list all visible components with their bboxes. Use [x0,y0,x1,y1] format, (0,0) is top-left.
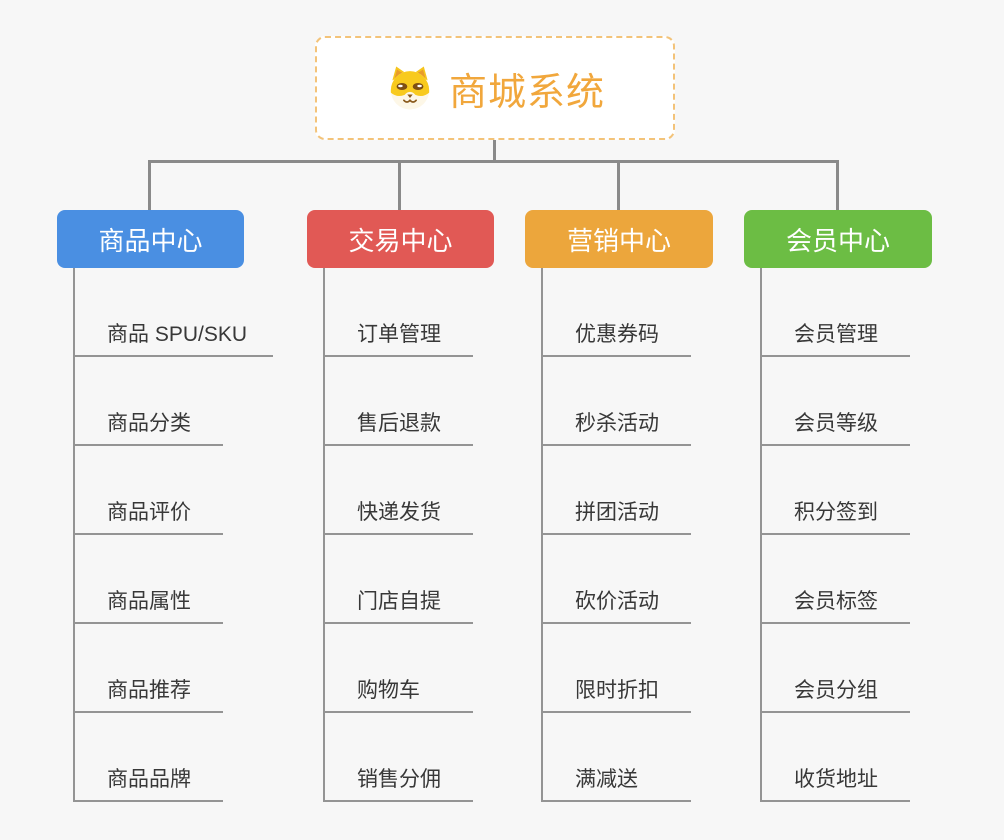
sub-topic[interactable]: 会员标签 [760,535,910,624]
connector-root-stub [493,138,496,162]
sub-topic[interactable]: 门店自提 [323,535,473,624]
connector-drop-3 [617,160,620,210]
sub-topic[interactable]: 限时折扣 [541,624,691,713]
branch-node-marketing[interactable]: 营销中心 [525,210,713,268]
connector-drop-4 [836,160,839,210]
sub-topic[interactable]: 商品分类 [73,357,223,446]
sub-topic[interactable]: 商品评价 [73,446,223,535]
branch-node-member[interactable]: 会员中心 [744,210,932,268]
sub-topic[interactable]: 商品属性 [73,535,223,624]
sub-topic[interactable]: 拼团活动 [541,446,691,535]
sub-topic[interactable]: 会员管理 [760,268,910,357]
sub-topic[interactable]: 会员分组 [760,624,910,713]
sub-topic[interactable]: 优惠券码 [541,268,691,357]
root-title: 商城系统 [448,71,605,114]
sub-topic[interactable]: 积分签到 [760,446,910,535]
branch-node-trade[interactable]: 交易中心 [307,210,494,268]
sub-topic[interactable]: 商品 SPU/SKU [73,268,274,357]
branch-list-trade: 订单管理 售后退款 快递发货 门店自提 购物车 销售分佣 [323,268,473,802]
sub-topic[interactable]: 会员等级 [760,357,910,446]
branch-list-member: 会员管理 会员等级 积分签到 会员标签 会员分组 收货地址 [760,268,910,802]
connector-drop-2 [398,160,401,210]
branch-list-product: 商品 SPU/SKU 商品分类 商品评价 商品属性 商品推荐 商品品牌 [73,268,274,802]
sub-topic[interactable]: 秒杀活动 [541,357,691,446]
sub-topic[interactable]: 快递发货 [323,446,473,535]
sub-topic[interactable]: 售后退款 [323,357,473,446]
branch-node-product[interactable]: 商品中心 [57,210,244,268]
sub-topic[interactable]: 商品推荐 [73,624,223,713]
connector-drop-1 [148,160,151,210]
sub-topic[interactable]: 收货地址 [760,713,910,802]
connector-bus [148,160,839,163]
sub-topic[interactable]: 商品品牌 [73,713,223,802]
sub-topic[interactable]: 销售分佣 [323,713,473,802]
sub-topic[interactable]: 订单管理 [323,268,473,357]
root-node[interactable]: 商城系统 [315,36,675,140]
dog-face-icon [390,66,430,110]
sub-topic[interactable]: 购物车 [323,624,473,713]
branch-list-marketing: 优惠券码 秒杀活动 拼团活动 砍价活动 限时折扣 满减送 [541,268,691,802]
sub-topic[interactable]: 满减送 [541,713,691,802]
sub-topic[interactable]: 砍价活动 [541,535,691,624]
